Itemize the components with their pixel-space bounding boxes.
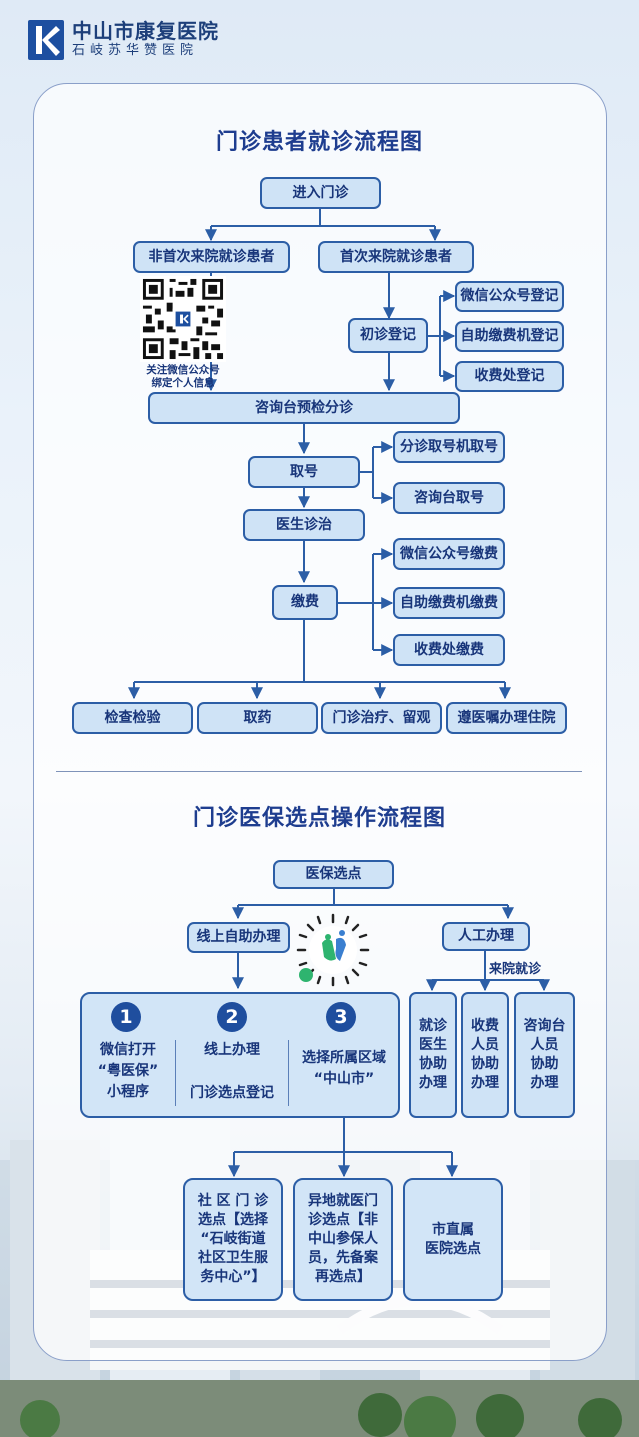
step-separator — [175, 1040, 176, 1106]
result-community-clinic: 社 区 门 诊选点【选择 “石岐街道社区卫生服 务中心”】 — [183, 1178, 283, 1301]
reg-option-wechat: 微信公众号登记 — [455, 281, 564, 312]
triage-box: 咨询台预检分诊 — [148, 392, 460, 424]
online-self-service-box: 线上自助办理 — [187, 922, 290, 953]
outpatient-flow-title: 门诊患者就诊流程图 — [215, 130, 423, 155]
pay-option-cashier: 收费处缴费 — [393, 634, 505, 666]
step-separator — [288, 1040, 289, 1106]
wechat-qr-code — [140, 276, 226, 362]
returning-patient-box: 非首次来院就诊患者 — [133, 241, 290, 273]
outcome-pharmacy: 取药 — [197, 702, 318, 734]
payment-box: 缴费 — [272, 585, 338, 620]
step-3-number: 3 — [326, 1002, 356, 1032]
section-divider — [56, 771, 582, 772]
first-visit-patient-box: 首次来院就诊患者 — [318, 241, 474, 273]
helper-desk-box: 咨询台人员 协助办理 — [514, 992, 575, 1118]
doctor-consult-box: 医生诊治 — [243, 509, 365, 541]
reg-option-kiosk: 自助缴费机登记 — [455, 321, 564, 352]
step-1-number: 1 — [111, 1002, 141, 1032]
hospital-logo-icon — [28, 20, 64, 60]
pay-option-kiosk: 自助缴费机缴费 — [393, 587, 505, 619]
ticket-option-machine: 分诊取号机取号 — [393, 431, 505, 463]
step-2-text: 线上办理 门诊选点登记 — [190, 1042, 274, 1101]
helper-doctor-box: 就诊医生 协助办理 — [409, 992, 457, 1118]
insurance-select-box: 医保选点 — [273, 860, 394, 889]
insurance-flow-title: 门诊医保选点操作流程图 — [192, 806, 446, 831]
qr-caption-line2: 绑定个人信息 — [151, 377, 215, 389]
hospital-name: 中山市康复医院 — [72, 19, 219, 43]
step-2-number: 2 — [217, 1002, 247, 1032]
step-3-text: 选择所属区域 “中山市” — [302, 1050, 386, 1087]
first-registration-box: 初诊登记 — [348, 318, 428, 353]
yueyibao-mini-program-code — [296, 913, 370, 987]
hospital-logo: 中山市康复医院 石岐苏华赞医院 — [26, 18, 219, 62]
come-to-hospital-label: 来院就诊 — [489, 962, 542, 977]
ticket-option-desk: 咨询台取号 — [393, 482, 505, 514]
outcome-treatment: 门诊治疗、留观 — [321, 702, 442, 734]
result-remote-clinic: 异地就医门诊选点【非 中山参保人员，先备案 再选点】 — [293, 1178, 393, 1301]
enter-outpatient-box: 进入门诊 — [260, 177, 381, 209]
hospital-subname: 石岐苏华赞医院 — [72, 43, 199, 58]
manual-service-box: 人工办理 — [442, 922, 530, 951]
reg-option-cashier: 收费处登记 — [455, 361, 564, 392]
helper-cashier-box: 收费人员 协助办理 — [461, 992, 509, 1118]
step-1-text: 微信打开 “粤医保” 小程序 — [97, 1042, 159, 1100]
outcome-examination: 检查检验 — [72, 702, 193, 734]
take-number-box: 取号 — [248, 456, 360, 488]
result-city-hospital: 市直属医院选点 — [403, 1178, 503, 1301]
qr-caption-line1: 关注微信公众号 — [146, 364, 220, 376]
pay-option-wechat: 微信公众号缴费 — [393, 538, 505, 570]
outcome-hospitalization: 遵医嘱办理住院 — [446, 702, 567, 734]
